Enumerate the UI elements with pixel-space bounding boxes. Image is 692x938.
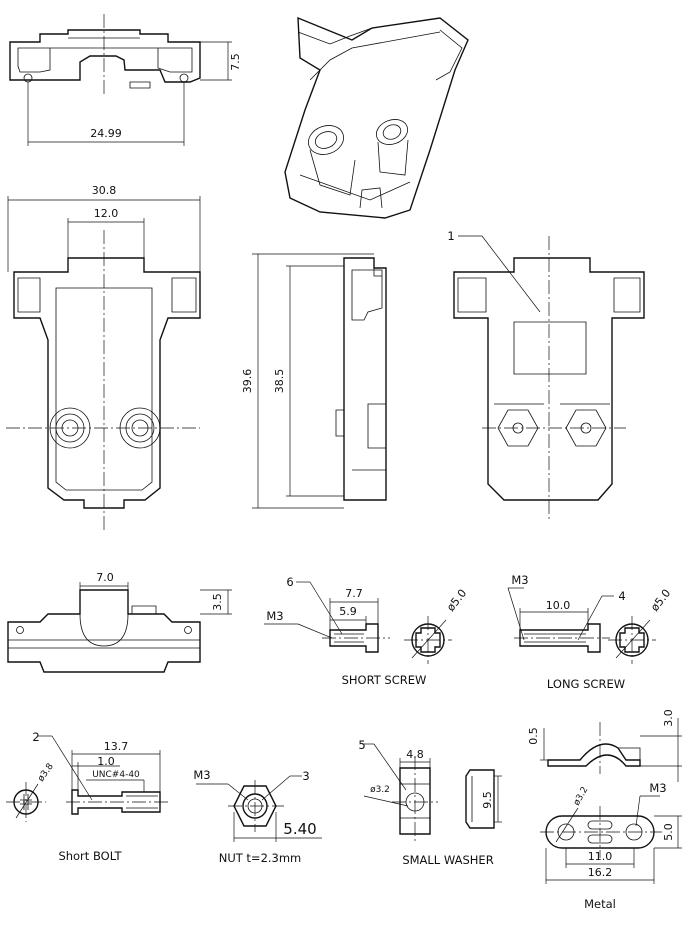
callout-2: 2 [32, 730, 39, 744]
callout-m3-nut: M3 [193, 768, 210, 782]
dim-bolt-thread: UNC#4-40 [92, 770, 140, 780]
dim-long-screw-dia: ø5.0 [648, 587, 673, 614]
dim-short-screw-len: 7.7 [345, 587, 363, 600]
back-view: 1 [447, 229, 645, 520]
callout-6: 6 [286, 575, 293, 589]
dim-front-tab: 12.0 [94, 207, 119, 220]
label-small-washer: SMALL WASHER [402, 853, 493, 867]
dim-metal-width: 5.0 [662, 823, 675, 841]
dim-top-width: 24.99 [90, 127, 122, 140]
dim-washer-hole: ø3.2 [370, 785, 390, 795]
callout-m3-long: M3 [511, 573, 528, 587]
dim-bolt-dia: ø3.8 [36, 762, 56, 784]
dim-nut-size: 5.40 [283, 820, 316, 838]
dim-metal-len: 16.2 [588, 866, 613, 879]
nut: 5.40 M3 3 NUT t=2.3mm [193, 768, 322, 865]
dim-long-screw-len: 10.0 [546, 599, 571, 612]
bottom-view: 7.0 3.5 [7, 571, 232, 673]
dim-short-screw-thread: 5.9 [339, 605, 357, 618]
callout-1: 1 [447, 229, 454, 243]
side-view: 39.6 38.5 [241, 253, 387, 509]
dim-bolt-head: 1.0 [97, 755, 115, 768]
dim-bottom-slot: 7.0 [96, 571, 114, 584]
isometric-view [284, 16, 469, 219]
dim-metal-hole: ø3.2 [572, 785, 591, 807]
callout-3: 3 [302, 769, 309, 783]
dim-side-outer: 39.6 [241, 369, 254, 394]
dim-bottom-height: 3.5 [211, 593, 224, 611]
top-view: 7.5 24.99 [9, 14, 242, 146]
label-short-screw: SHORT SCREW [342, 673, 427, 687]
dim-metal-pitch: 11.0 [588, 850, 613, 863]
dim-front-width: 30.8 [92, 184, 117, 197]
callout-m3-metal: M3 [649, 781, 666, 795]
front-view: 30.8 12.0 [6, 184, 201, 530]
short-bolt: ø3.8 13.7 1.0 UNC#4-40 2 Short BOLT [6, 730, 170, 863]
label-nut: NUT t=2.3mm [219, 851, 302, 865]
dim-metal-offset: 0.5 [527, 727, 540, 745]
callout-5: 5 [358, 738, 365, 752]
label-long-screw: LONG SCREW [547, 677, 625, 691]
short-screw: ø5.0 7.7 5.9 6 M3 SHORT SCREW [264, 575, 469, 687]
long-screw: ø5.0 10.0 M3 4 LONG SCREW [507, 573, 673, 691]
dim-top-height: 7.5 [229, 53, 242, 71]
label-metal: Metal [584, 897, 616, 911]
label-short-bolt: Short BOLT [58, 849, 122, 863]
dim-bolt-len: 13.7 [104, 740, 129, 753]
callout-4: 4 [618, 589, 625, 603]
dim-washer-width: 4.8 [406, 748, 424, 761]
dim-short-screw-dia: ø5.0 [444, 587, 469, 614]
metal-clip: 0.5 3.0 ø3.2 M3 11.0 16.2 5.0 Metal [527, 709, 682, 911]
dim-side-inner: 38.5 [273, 369, 286, 394]
dim-washer-height: 9.5 [481, 791, 494, 809]
dim-metal-height: 3.0 [662, 709, 675, 727]
callout-m3-short: M3 [266, 609, 283, 623]
small-washer: 4.8 ø3.2 5 9.5 SMALL WASHER [358, 738, 502, 867]
